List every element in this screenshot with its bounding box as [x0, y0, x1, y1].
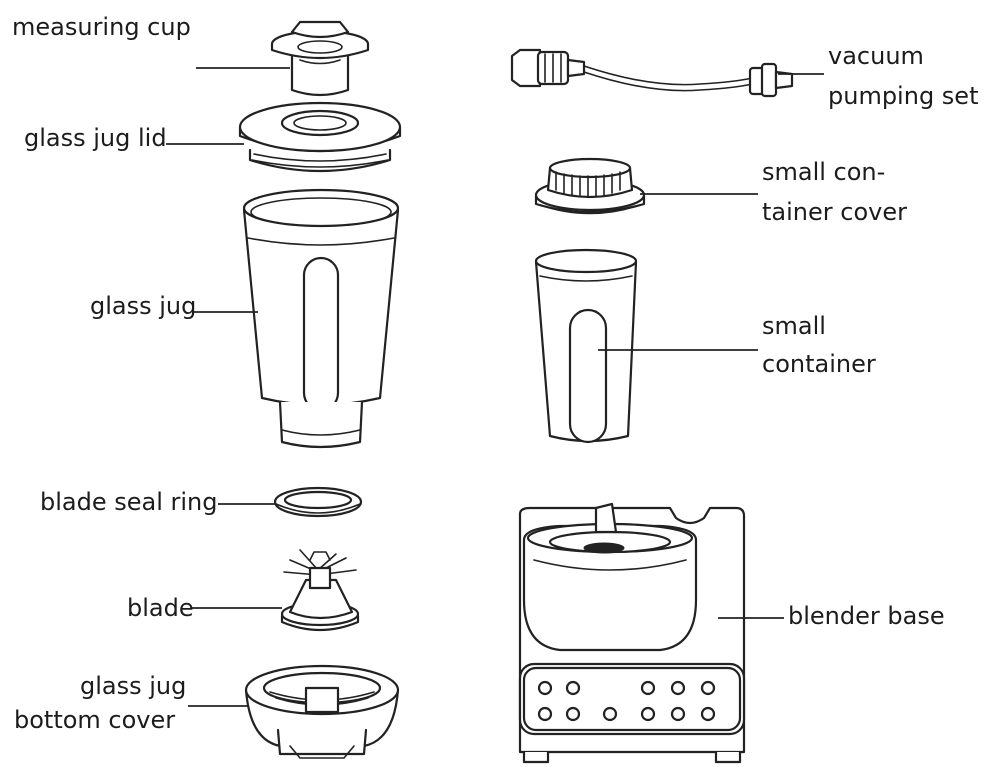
- glass-jug-drawing: [242, 188, 400, 449]
- glass-jug-lid-drawing: [238, 101, 402, 173]
- label-small-container-line2: container: [762, 350, 876, 378]
- label-small-container-line1: small: [762, 312, 826, 340]
- label-blade: blade: [127, 594, 194, 622]
- label-small-container-cover-line2: tainer cover: [762, 198, 907, 226]
- glass-jug-bottom-cover-drawing: [244, 664, 400, 759]
- label-measuring-cup: measuring cup: [12, 13, 191, 41]
- vacuum-pumping-set-drawing: [510, 48, 794, 98]
- blade-drawing: [280, 549, 360, 632]
- small-container-cover-drawing: [534, 157, 646, 215]
- small-container-drawing: [534, 248, 638, 444]
- leader-lines: [166, 67, 824, 707]
- label-glass-jug-bottom-cover-line1: glass jug: [80, 672, 187, 700]
- blade-seal-ring-drawing: [273, 486, 363, 518]
- label-glass-jug-lid: glass jug lid: [24, 124, 167, 152]
- label-glass-jug: glass jug: [90, 292, 197, 320]
- label-small-container-cover-line1: small con-: [762, 158, 886, 186]
- label-blender-base: blender base: [788, 602, 945, 630]
- label-vacuum-pumping-set-line1: vacuum: [828, 42, 924, 70]
- label-blade-seal-ring: blade seal ring: [40, 488, 218, 516]
- blender-base-drawing: [518, 502, 746, 764]
- measuring-cup-drawing: [270, 20, 370, 97]
- label-vacuum-pumping-set-line2: pumping set: [828, 82, 979, 110]
- label-glass-jug-bottom-cover-line2: bottom cover: [14, 706, 176, 734]
